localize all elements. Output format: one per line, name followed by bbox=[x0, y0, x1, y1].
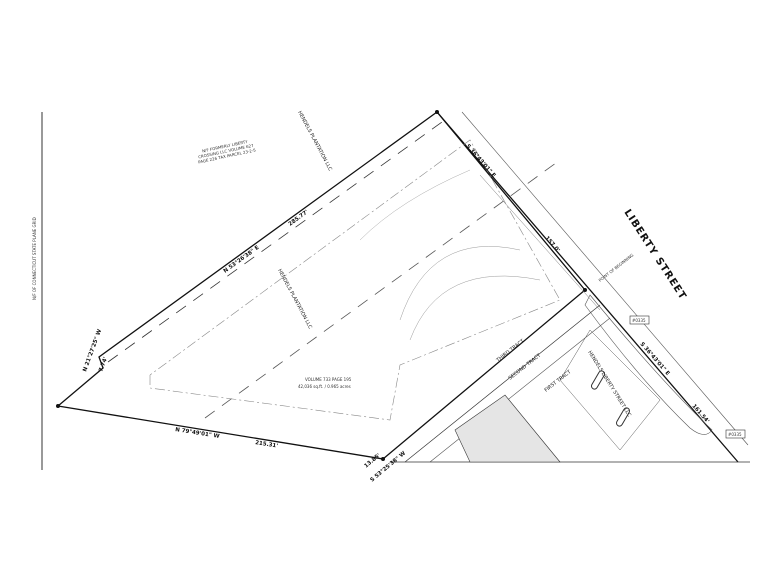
tract-line bbox=[382, 289, 586, 460]
liberty-frontage-callout-outline bbox=[584, 294, 713, 435]
liberty-bearing: S 36°43'01" E bbox=[638, 341, 670, 377]
se-corner-distance: 13.85' bbox=[363, 452, 382, 469]
paved-area-outline bbox=[149, 139, 561, 421]
nw-bearing: N 53°26'38" E bbox=[223, 245, 261, 275]
tag-box bbox=[725, 429, 746, 439]
boundary-corner-marker bbox=[583, 288, 587, 292]
boundary-corner-marker bbox=[56, 404, 60, 408]
main-parcel-area: 42,036 sq.ft. / 0.965 acres bbox=[298, 384, 351, 389]
west-distance: 7.74' bbox=[98, 356, 109, 373]
owner-liberty-label: HENDELS LIBERTY STREET LLC bbox=[586, 350, 632, 419]
street-edge bbox=[461, 111, 749, 446]
liberty-distance: 161.54' bbox=[690, 403, 710, 424]
setback-line bbox=[204, 159, 561, 419]
south-boundary bbox=[57, 405, 384, 460]
boundary-corner-marker bbox=[435, 110, 439, 114]
building-footprint-hatched bbox=[454, 394, 561, 463]
owner-main-label: HENDELS PLANTATION LLC bbox=[276, 268, 313, 330]
parcel-boundary bbox=[57, 111, 586, 407]
contour-line bbox=[409, 275, 541, 341]
main-parcel-volume: VOLUME 733 PAGE 195 bbox=[305, 377, 352, 382]
tag-1: #0335 bbox=[632, 318, 646, 323]
tag-box bbox=[629, 315, 650, 325]
building-footprint bbox=[559, 329, 661, 451]
margin-note: N/F OF CONNECTICUT STATE PLANE GRID bbox=[32, 217, 37, 300]
tag-2: #0335 bbox=[728, 432, 742, 437]
tract-divider-line bbox=[404, 304, 601, 463]
contour-line bbox=[399, 246, 521, 321]
third-tract-label: THIRD TRACT bbox=[495, 338, 527, 364]
parking-island bbox=[591, 370, 605, 390]
ne-bearing: S 36°43'01" E bbox=[464, 143, 496, 179]
contour-line bbox=[359, 169, 471, 241]
sidewalk-line bbox=[479, 174, 601, 311]
second-tract-label: SECOND TRACT bbox=[508, 352, 543, 381]
point-of-beginning-label: POINT OF BEGINNING bbox=[598, 252, 635, 282]
neighbor-north-label-box: N/F FORMERLY LIBERTY CROSSING LLC VOLUME… bbox=[197, 138, 257, 165]
setback-line bbox=[107, 121, 443, 363]
neighbor-north-label: N/F FORMERLY LIBERTY CROSSING LLC VOLUME… bbox=[197, 138, 257, 165]
owner-north-label: HENDELS PLANTATION LLC bbox=[296, 110, 333, 172]
boundary-corner-marker bbox=[381, 457, 385, 461]
south-distance: 215.31' bbox=[255, 440, 279, 450]
parking-island bbox=[616, 407, 630, 427]
